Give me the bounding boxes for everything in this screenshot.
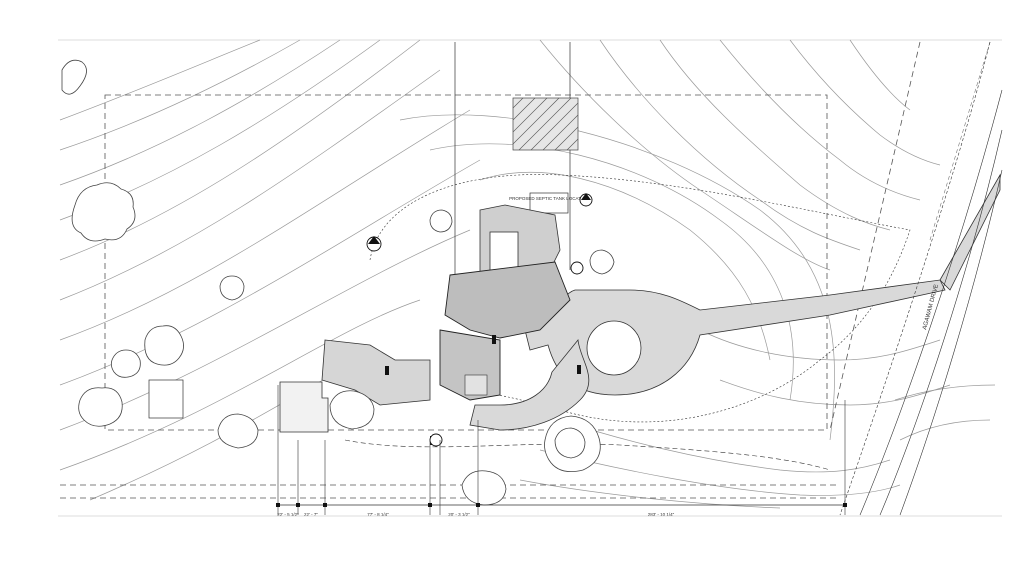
septic-callout-box bbox=[529, 192, 569, 214]
dimension-label-4: 20' - 3 1/2" bbox=[448, 512, 470, 517]
electrical-line bbox=[344, 439, 831, 471]
dimension-strings bbox=[276, 385, 847, 515]
septic-tank-area bbox=[512, 97, 579, 151]
dimension-label-5: 283' - 10 1/4" bbox=[648, 512, 675, 517]
roundabout-island bbox=[586, 320, 642, 376]
contour-lines bbox=[59, 39, 996, 509]
tree-icon bbox=[61, 59, 615, 506]
shed-outline bbox=[148, 379, 184, 419]
driveway bbox=[469, 173, 1001, 431]
dimension-label-3: 77' - 8 1/4" bbox=[367, 512, 389, 517]
dimension-label-1: 22' - 5 1/2" bbox=[277, 512, 299, 517]
dimension-label-2: 22' - 7" bbox=[304, 512, 318, 517]
road-agawam-drive: AGAWAM DRIVE bbox=[839, 41, 1003, 516]
accessory-building bbox=[279, 381, 329, 433]
septic-callout-text: PROPOSED SEPTIC TANK LOCATION bbox=[509, 196, 589, 201]
setback-lines bbox=[60, 41, 991, 499]
driveway-marker bbox=[577, 365, 581, 374]
